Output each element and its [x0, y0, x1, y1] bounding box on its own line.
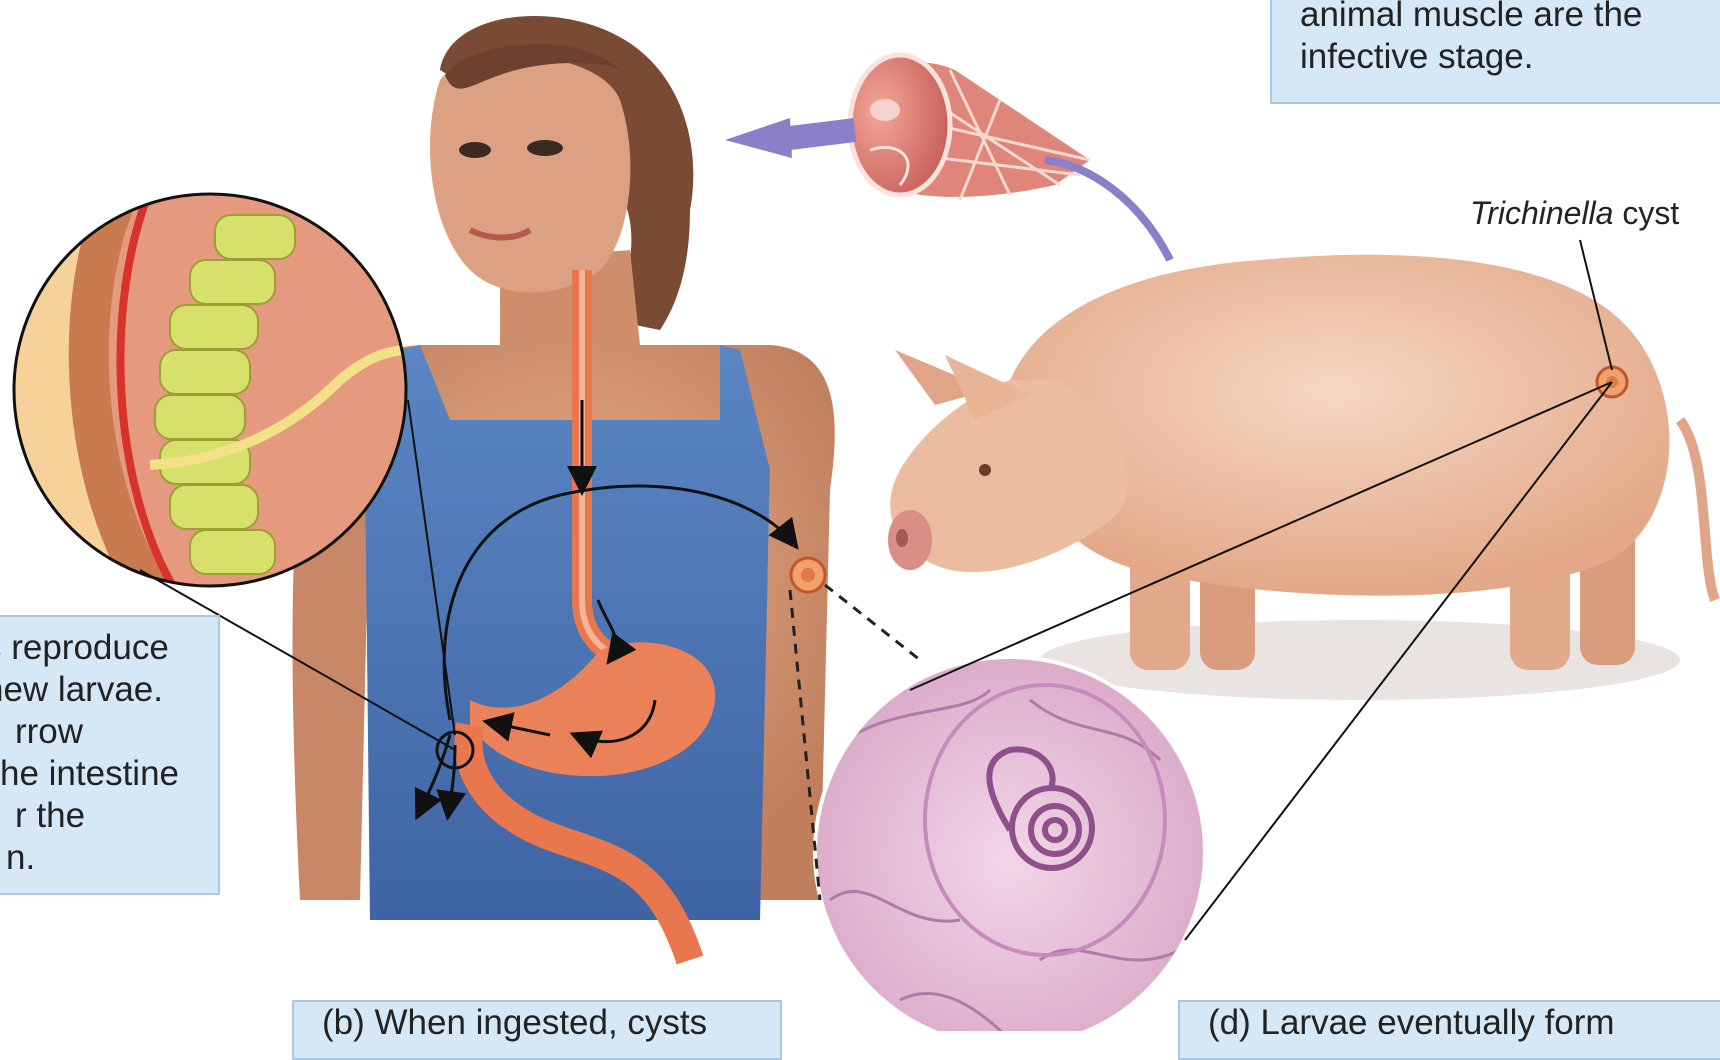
caption-line: (b) When ingested, cysts: [322, 1002, 780, 1044]
caption-box-infective-stage: animal muscle are the infective stage.: [1270, 0, 1720, 104]
caption-line: s reproduce: [0, 627, 200, 669]
trichinella-cyst-label: Trichinella cyst: [1470, 195, 1679, 231]
caption-box-ingested: (b) When ingested, cysts: [292, 1000, 782, 1060]
caption-line: r the: [0, 795, 200, 837]
caption-line: n.: [0, 837, 200, 879]
caption-box-reproduce: s reproduce new larvae. rrow he intestin…: [0, 615, 220, 895]
caption-line: rrow: [0, 711, 200, 753]
caption-box-larvae-form: (d) Larvae eventually form: [1178, 1000, 1720, 1060]
caption-line: infective stage.: [1300, 36, 1720, 78]
caption-line: (d) Larvae eventually form: [1208, 1002, 1720, 1044]
ham-meat: [850, 55, 1090, 200]
trichinella-life-cycle-illustration: Trichinella cyst: [0, 0, 1720, 1031]
caption-line: he intestine: [0, 753, 200, 795]
caption-line: animal muscle are the: [1300, 0, 1720, 36]
pig-figure: [888, 255, 1715, 670]
caption-line: new larvae.: [0, 669, 200, 711]
